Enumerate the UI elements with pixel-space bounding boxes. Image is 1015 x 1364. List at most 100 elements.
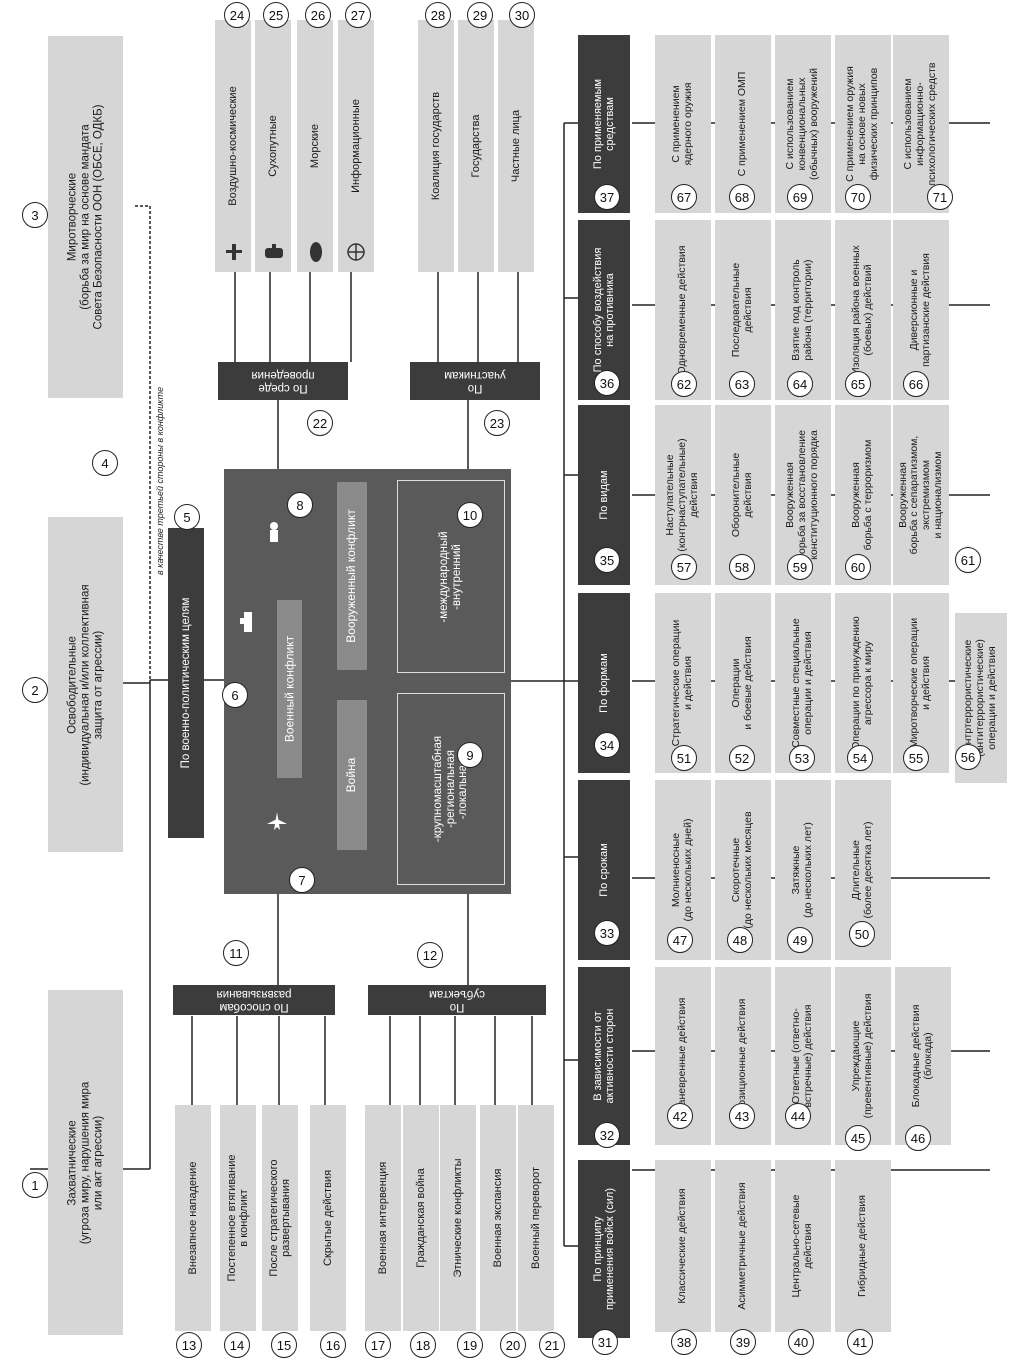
- number-badge-52: 52: [729, 745, 755, 771]
- item-19-label: Этнические конфликты: [451, 1158, 464, 1278]
- number-badge-30: 30: [509, 2, 535, 28]
- category-means: По применяемым средствам: [578, 35, 630, 213]
- number-badge-8: 8: [287, 492, 313, 518]
- number-badge-61: 61: [955, 547, 981, 573]
- item-25: Сухопутные: [255, 20, 291, 272]
- item-16-label: Скрытые действия: [321, 1169, 334, 1267]
- item-55: Миротворческие операции и действия: [893, 593, 949, 773]
- item-70: С применением оружия на основе новых физ…: [835, 35, 891, 213]
- number-badge-28: 28: [425, 2, 451, 28]
- number-badge-16: 16: [320, 1332, 346, 1358]
- number-badge-37: 37: [594, 184, 620, 210]
- item-38-label: Классические действия: [676, 1188, 689, 1304]
- item-45: Упреждающие (превентивные) действия: [835, 967, 891, 1145]
- number-badge-38: 38: [671, 1329, 697, 1355]
- number-badge-32: 32: [594, 1122, 620, 1148]
- military-conflict-bar-label: Военный конфликт: [281, 635, 296, 743]
- item-45-label: Упреждающие (превентивные) действия: [850, 993, 874, 1119]
- tank-icon: [265, 244, 283, 258]
- item-24: Воздушно-космические: [215, 20, 251, 272]
- number-badge-25: 25: [263, 2, 289, 28]
- item-13: Внезапное нападение: [175, 1105, 211, 1331]
- number-badge-50: 50: [849, 921, 875, 947]
- number-badge-42: 42: [667, 1103, 693, 1129]
- item-27-label: Информационные: [349, 99, 362, 193]
- number-badge-67: 67: [671, 184, 697, 210]
- item-39-label: Асимметричные действия: [736, 1182, 749, 1310]
- category-subjects-label: По субъектам: [428, 988, 486, 1013]
- item-46: Блокадные действия (блокада): [895, 967, 951, 1145]
- number-badge-39: 39: [730, 1329, 756, 1355]
- number-badge-51: 51: [671, 745, 697, 771]
- soldier-icon: [270, 522, 278, 542]
- item-15-label: После стратегического развертывания: [267, 1159, 292, 1277]
- number-badge-41: 41: [847, 1329, 873, 1355]
- goal-peacekeeping: Миротворческие (борьба за мир на основе …: [48, 36, 123, 398]
- category-method-outbreak-label: По способам развязывания: [216, 988, 292, 1013]
- number-badge-15: 15: [271, 1332, 297, 1358]
- number-badge-24: 24: [224, 2, 250, 28]
- category-environment: По среде проведения: [218, 362, 348, 400]
- number-badge-45: 45: [845, 1125, 871, 1151]
- goal-category-bar-label: По военно-политическим целям: [179, 597, 192, 769]
- number-badge-57: 57: [671, 554, 697, 580]
- item-41: Гибридные действия: [835, 1160, 891, 1332]
- number-badge-26: 26: [305, 2, 331, 28]
- category-subjects: По субъектам: [368, 985, 546, 1015]
- submarine-icon: [310, 242, 322, 262]
- number-badge-35: 35: [594, 547, 620, 573]
- item-61: Вооруженная борьба с сепаратизмом, экстр…: [893, 405, 949, 585]
- third-party-note: в качестве третьей стороны в конфликте: [155, 386, 165, 575]
- item-55-label: Миротворческие операции и действия: [908, 617, 932, 749]
- item-53: Совместные специальные операции и действ…: [775, 593, 831, 773]
- warship-icon: [240, 612, 252, 632]
- item-18-label: Гражданская война: [414, 1168, 427, 1268]
- number-badge-17: 17: [365, 1332, 391, 1358]
- item-51: Стратегические операции и действия: [655, 593, 711, 773]
- number-badge-48: 48: [727, 927, 753, 953]
- category-participants-label: По участникам: [444, 369, 506, 394]
- item-14: Постепенное втягивание в конфликт: [220, 1105, 256, 1331]
- war-bar-label: Война: [344, 757, 359, 793]
- military-conflict-bar: Военный конфликт: [277, 600, 302, 778]
- item-14-label: Постепенное втягивание в конфликт: [225, 1154, 250, 1282]
- item-68: С применением ОМП: [715, 35, 771, 213]
- number-badge-44: 44: [785, 1103, 811, 1129]
- number-badge-3: 3: [22, 202, 48, 228]
- number-badge-23: 23: [484, 410, 510, 436]
- category-environment-label: По среде проведения: [251, 369, 315, 394]
- item-64: Взятие под контроль района (территории): [775, 220, 831, 400]
- item-30: Частные лица: [498, 20, 534, 272]
- item-40: Центрально-сетевые действия: [775, 1160, 831, 1332]
- item-53-label: Совместные специальные операции и действ…: [790, 618, 814, 748]
- item-21: Военный переворот: [518, 1105, 554, 1331]
- item-66-label: Диверсионные и партизанские действия: [908, 253, 932, 367]
- fighter-jet-icon: [267, 812, 287, 830]
- category-participants: По участникам: [410, 362, 540, 400]
- goal-peacekeeping-label: Миротворческие (борьба за мир на основе …: [66, 104, 104, 330]
- number-badge-71: 71: [927, 184, 953, 210]
- item-19: Этнические конфликты: [440, 1105, 476, 1331]
- number-badge-68: 68: [729, 184, 755, 210]
- goal-aggressive: Захватнические (угроза миру, нарушения м…: [48, 990, 123, 1335]
- item-29: Государства: [458, 20, 494, 272]
- item-15: После стратегического развертывания: [262, 1105, 298, 1331]
- category-troops-principle-label: По принципу применения войск (сил): [591, 1187, 616, 1311]
- number-badge-5: 5: [174, 504, 200, 530]
- item-62: Одновременные действия: [655, 220, 711, 400]
- war-types-box-label: -крупномасштабная -региональная -локальн…: [431, 735, 470, 843]
- number-badge-55: 55: [903, 745, 929, 771]
- armed-conflict-bar: Вооруженный конфликт: [337, 482, 367, 670]
- number-badge-27: 27: [345, 2, 371, 28]
- item-30-label: Частные лица: [509, 109, 522, 183]
- item-63: Последовательные действия: [715, 220, 771, 400]
- number-badge-2: 2: [22, 677, 48, 703]
- number-badge-65: 65: [845, 371, 871, 397]
- number-badge-13: 13: [176, 1332, 202, 1358]
- goal-liberation: Освободительные (индивидуальная и/или ко…: [48, 517, 123, 852]
- number-badge-69: 69: [787, 184, 813, 210]
- number-badge-54: 54: [847, 745, 873, 771]
- item-38: Классические действия: [655, 1160, 711, 1332]
- number-badge-33: 33: [594, 920, 620, 946]
- number-badge-34: 34: [594, 732, 620, 758]
